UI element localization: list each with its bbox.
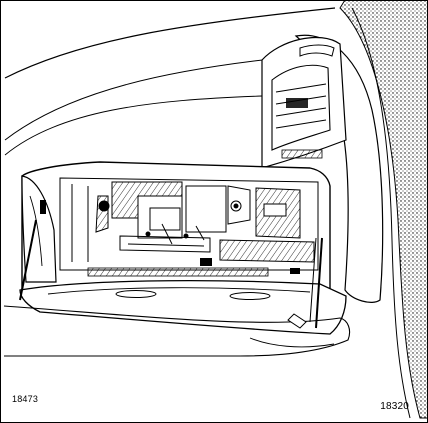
cup-holder-left <box>115 290 157 298</box>
figure-reference-left: 18473 <box>12 394 39 404</box>
glovebox-left-wall <box>21 175 57 283</box>
dashboard-top-line <box>4 7 336 79</box>
right-strut <box>315 237 323 329</box>
dashboard-crease <box>4 57 281 141</box>
figure-reference-right: 18320 <box>380 401 409 412</box>
a-pillar <box>339 0 428 419</box>
left-strut <box>19 219 37 301</box>
a-pillar-inner-edge <box>351 7 411 419</box>
dashboard-lower-crease <box>4 95 263 156</box>
air-vent-icon <box>261 36 347 169</box>
cup-holder-right <box>229 292 271 300</box>
interior-mechanism <box>71 181 315 263</box>
lower-panel <box>3 305 351 357</box>
left-latch <box>40 200 46 214</box>
